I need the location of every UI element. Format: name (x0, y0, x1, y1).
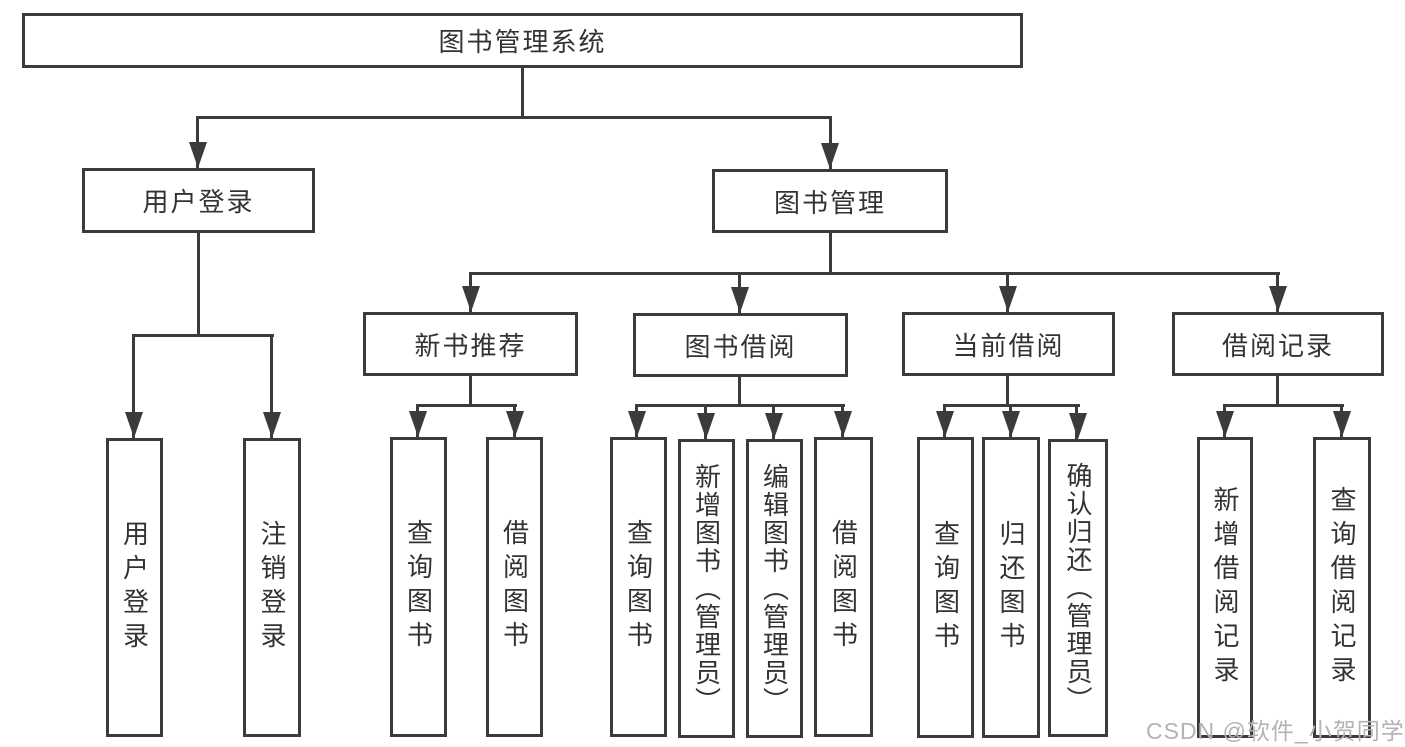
leaf-records-add-label: 新增借阅记录 (1210, 485, 1240, 690)
node-new-book-recommend-label: 新书推荐 (414, 330, 527, 361)
arrow-down-icon (765, 413, 783, 439)
connector-line (196, 116, 832, 119)
leaf-borrow-query-label: 查询图书 (623, 519, 654, 655)
connector-line (1276, 376, 1279, 406)
arrow-down-icon (731, 287, 749, 313)
arrow-down-icon (409, 411, 427, 437)
arrow-down-icon (628, 411, 646, 437)
arrow-down-icon (936, 411, 954, 437)
connector-line (416, 404, 517, 407)
node-book-management: 图书管理 (712, 169, 948, 233)
node-user-login-label: 用户登录 (142, 187, 255, 217)
node-root: 图书管理系统 (22, 13, 1023, 68)
leaf-current-query: 查询图书 (917, 437, 974, 738)
connector-line (469, 376, 472, 406)
node-user-login: 用户登录 (82, 168, 315, 233)
leaf-borrow-borrow-book: 借阅图书 (814, 437, 873, 737)
node-current-borrow: 当前借阅 (902, 312, 1115, 376)
leaf-records-add: 新增借阅记录 (1197, 437, 1253, 738)
connector-line (132, 336, 135, 438)
leaf-newbook-query: 查询图书 (390, 437, 447, 737)
node-book-borrow-label: 图书借阅 (684, 331, 797, 362)
node-borrow-records-label: 借阅记录 (1221, 330, 1334, 361)
leaf-borrow-edit-book: 编辑图书（管理员） (746, 439, 803, 738)
node-current-borrow-label: 当前借阅 (952, 330, 1065, 361)
connector-line (270, 336, 273, 438)
arrow-down-icon (1333, 411, 1351, 437)
connector-line (1223, 404, 1344, 407)
arrow-down-icon (1069, 413, 1087, 439)
connector-line (943, 404, 1080, 407)
leaf-newbook-borrow: 借阅图书 (486, 437, 543, 737)
leaf-user-login-label: 用户登录 (119, 519, 150, 656)
connector-line (469, 272, 1280, 275)
arrow-down-icon (697, 413, 715, 439)
leaf-records-query-label: 查询借阅记录 (1327, 485, 1357, 690)
arrow-down-icon (1002, 411, 1020, 437)
connector-line (521, 68, 524, 118)
leaf-current-confirm-return-label: 确认归还（管理员） (1063, 462, 1093, 714)
connector-line (829, 233, 832, 274)
leaf-borrow-add-book: 新增图书（管理员） (678, 439, 735, 738)
node-book-management-label: 图书管理 (773, 187, 886, 218)
arrow-down-icon (999, 286, 1017, 312)
arrow-down-icon (125, 412, 143, 438)
leaf-current-query-label: 查询图书 (930, 519, 961, 656)
node-new-book-recommend: 新书推荐 (363, 312, 578, 376)
leaf-logout-label: 注销登录 (257, 519, 287, 656)
connector-line (635, 404, 845, 407)
leaf-user-login: 用户登录 (106, 438, 163, 737)
leaf-current-return: 归还图书 (982, 437, 1040, 738)
arrow-down-icon (1216, 411, 1234, 437)
leaf-current-confirm-return: 确认归还（管理员） (1048, 439, 1108, 737)
leaf-newbook-query-label: 查询图书 (403, 519, 434, 655)
leaf-borrow-query: 查询图书 (610, 437, 667, 737)
arrow-down-icon (834, 411, 852, 437)
node-book-borrow: 图书借阅 (633, 313, 848, 377)
leaf-borrow-edit-book-label: 编辑图书（管理员） (759, 462, 790, 715)
node-root-label: 图书管理系统 (438, 27, 607, 57)
arrow-down-icon (263, 412, 281, 438)
leaf-logout: 注销登录 (243, 438, 301, 737)
leaf-records-query: 查询借阅记录 (1313, 437, 1371, 738)
leaf-newbook-borrow-label: 借阅图书 (499, 519, 530, 655)
arrow-down-icon (506, 411, 524, 437)
arrow-down-icon (462, 286, 480, 312)
connector-line (1006, 376, 1009, 406)
leaf-current-return-label: 归还图书 (996, 519, 1026, 656)
leaf-borrow-add-book-label: 新增图书（管理员） (691, 462, 722, 715)
csdn-watermark: CSDN @软件_小贺同学 (1146, 718, 1405, 744)
arrow-down-icon (1269, 286, 1287, 312)
leaf-borrow-borrow-book-label: 借阅图书 (828, 519, 859, 655)
connector-line (132, 334, 274, 337)
connector-line (738, 377, 741, 406)
node-borrow-records: 借阅记录 (1172, 312, 1384, 376)
arrow-down-icon (821, 143, 839, 169)
arrow-down-icon (189, 142, 207, 168)
connector-line (197, 233, 200, 336)
